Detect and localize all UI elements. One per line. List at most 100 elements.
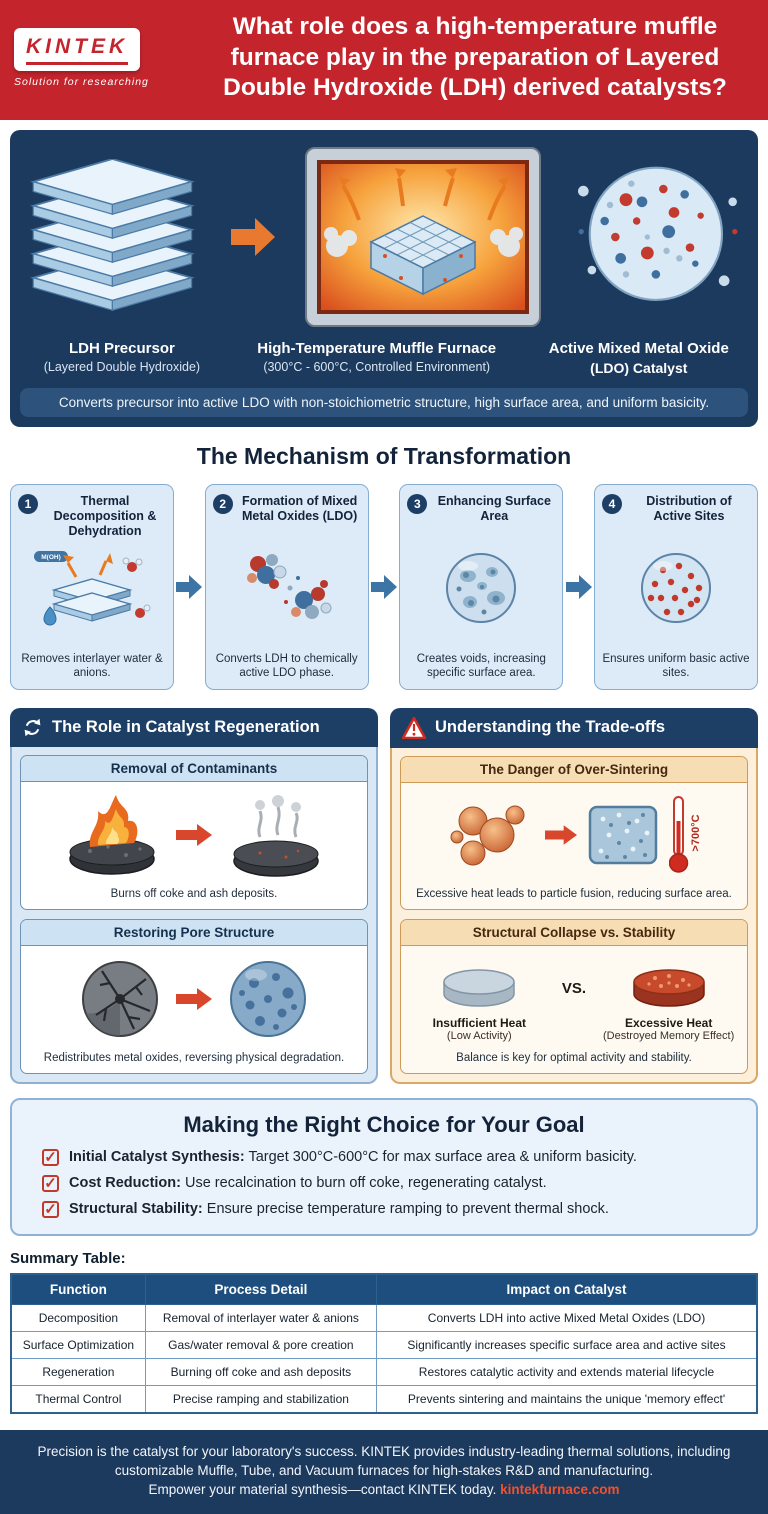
- step-desc: Converts LDH to chemically active LDO ph…: [215, 652, 358, 680]
- furnace-icon: [305, 147, 542, 327]
- logo-text: KINTEK: [26, 35, 129, 65]
- choice-text: Initial Catalyst Synthesis: Target 300°C…: [69, 1148, 637, 1167]
- burning-disc-icon: [69, 794, 155, 875]
- footer: Precision is the catalyst for your labor…: [0, 1429, 768, 1514]
- warning-icon: [402, 716, 426, 739]
- website-link[interactable]: kintekfurnace.com: [500, 1481, 620, 1497]
- mechanism-title: The Mechanism of Transformation: [196, 442, 572, 469]
- cell-function: Surface Optimization: [10, 1330, 146, 1359]
- ldh-stack-icon: [32, 159, 193, 312]
- choice-section: Making the Right Choice for Your Goal ✓ …: [10, 1098, 758, 1236]
- hero-section: LDH Precursor (Layered Double Hydroxide)…: [10, 130, 758, 427]
- step-number-badge: 2: [212, 493, 233, 514]
- step-title: Enhancing Surface Area: [437, 493, 551, 523]
- tradeoffs-title: Understanding the Trade-offs: [435, 718, 666, 736]
- cell-impact: Converts LDH into active Mixed Metal Oxi…: [376, 1303, 758, 1332]
- red-disc-icon: [632, 969, 705, 1008]
- cell-function: Regeneration: [10, 1357, 146, 1386]
- excessive-heat-item: Excessive Heat (Destroyed Memory Effect): [599, 954, 739, 1042]
- step-number-badge: 1: [18, 493, 38, 514]
- cell-process: Burning off coke and ash deposits: [144, 1357, 378, 1386]
- choice-item-synthesis: ✓ Initial Catalyst Synthesis: Target 300…: [32, 1148, 736, 1167]
- mixed-oxides-icon: [246, 553, 332, 619]
- page-title: What role does a high-temperature muffle…: [223, 13, 727, 102]
- table-row: Surface Optimization Gas/water removal &…: [10, 1330, 758, 1359]
- step-desc: Creates voids, increasing specific surfa…: [416, 652, 546, 680]
- red-arrow-icon: [176, 823, 212, 846]
- choice-lead: Structural Stability:: [69, 1200, 203, 1217]
- summary-table-label: Summary Table:: [10, 1249, 126, 1267]
- step-card-4: 4 Distribution of Active Sites: [593, 483, 758, 690]
- choice-item-cost: ✓ Cost Reduction: Use recalcination to b…: [32, 1174, 736, 1193]
- contaminants-card: Removal of Contaminants: [20, 754, 368, 910]
- active-sites-icon: [640, 552, 711, 623]
- hero-sublabel-text: (Layered Double Hydroxide): [43, 360, 201, 374]
- vs-comparison: Insufficient Heat (Low Activity) VS.: [401, 946, 747, 1049]
- step-number-badge: 4: [601, 493, 622, 514]
- regeneration-column: The Role in Catalyst Regeneration Remova…: [10, 707, 378, 1085]
- fusing-particles-icon: [450, 805, 525, 866]
- header: KINTEK Solution for researching What rol…: [0, 0, 768, 120]
- regeneration-title: The Role in Catalyst Regeneration: [52, 717, 320, 736]
- ldo-catalyst-illustration: [572, 157, 744, 317]
- temperature-label: >700°C: [690, 815, 702, 852]
- column-header-impact: Impact on Catalyst: [376, 1273, 758, 1305]
- vs-label: VS.: [561, 980, 587, 998]
- cell-impact: Significantly increases specific surface…: [376, 1330, 758, 1359]
- cracked-sphere-icon: [82, 960, 158, 1037]
- cell-function: Decomposition: [10, 1303, 146, 1332]
- red-arrow-icon: [545, 825, 577, 846]
- table-row: Decomposition Removal of interlayer wate…: [10, 1303, 758, 1332]
- dehydration-icon: M(OH): [34, 551, 151, 626]
- choice-lead: Cost Reduction:: [69, 1175, 181, 1192]
- checkbox-icon: ✓: [42, 1149, 59, 1167]
- logo-box: KINTEK: [14, 28, 141, 71]
- tradeoffs-body: The Danger of Over-Sintering: [390, 747, 758, 1085]
- table-row: Regeneration Burning off coke and ash de…: [10, 1357, 758, 1386]
- cell-impact: Prevents sintering and maintains the uni…: [376, 1384, 758, 1414]
- over-sintering-card: The Danger of Over-Sintering: [400, 755, 748, 911]
- logo-tagline: Solution for researching: [14, 76, 149, 88]
- cell-function: Thermal Control: [10, 1384, 146, 1414]
- ldh-precursor-illustration: [24, 159, 202, 315]
- catalyst-sphere-icon: [577, 166, 738, 301]
- pore-structure-card: Restoring Pore Structure: [20, 918, 368, 1075]
- hero-sublabel-text: (LDO) Catalyst: [590, 360, 688, 376]
- choice-item-stability: ✓ Structural Stability: Ensure precise t…: [32, 1200, 736, 1219]
- over-sintering-title: The Danger of Over-Sintering: [401, 756, 747, 783]
- regeneration-body: Removal of Contaminants: [10, 746, 378, 1085]
- choice-text: Cost Reduction: Use recalcination to bur…: [69, 1174, 547, 1193]
- cell-process: Removal of interlayer water & anions: [144, 1303, 378, 1332]
- cell-process: Gas/water removal & pore creation: [144, 1330, 378, 1359]
- collapse-caption: Balance is key for optimal activity and …: [456, 1051, 692, 1064]
- sintered-cube-icon: [588, 806, 658, 865]
- insufficient-heat-label: Insufficient Heat: [432, 1016, 526, 1031]
- muffle-furnace-illustration: [303, 142, 543, 332]
- tradeoffs-header: Understanding the Trade-offs: [390, 707, 758, 748]
- choice-body: Use recalcination to burn off coke, rege…: [180, 1175, 547, 1192]
- step-arrow-icon: [370, 574, 397, 599]
- choice-title: Making the Right Choice for Your Goal: [183, 1112, 585, 1138]
- over-sintering-illustration: >700°C: [401, 783, 747, 886]
- insufficient-heat-sub: (Low Activity): [446, 1030, 512, 1043]
- table-row: Thermal Control Precise ramping and stab…: [10, 1384, 758, 1414]
- table-header-row: Function Process Detail Impact on Cataly…: [10, 1273, 758, 1305]
- tradeoffs-column: Understanding the Trade-offs The Danger …: [390, 707, 758, 1085]
- mechanism-section: The Mechanism of Transformation 1 Therma…: [0, 427, 768, 702]
- excessive-heat-label: Excessive Heat: [624, 1016, 713, 1031]
- hero-label-furnace: High-Temperature Muffle Furnace (300°C -…: [224, 340, 530, 378]
- clean-disc-icon: [233, 794, 319, 877]
- checkbox-icon: ✓: [42, 1200, 59, 1218]
- contaminants-caption: Burns off coke and ash deposits.: [110, 887, 278, 900]
- porous-sphere-icon: [230, 960, 306, 1037]
- footer-text: Precision is the catalyst for your labor…: [37, 1443, 731, 1478]
- choice-body: Target 300°C-600°C for max surface area …: [244, 1149, 637, 1166]
- step-card-3: 3 Enhancing Surface Area: [399, 483, 564, 690]
- kintek-logo: KINTEK Solution for researching: [14, 28, 186, 88]
- hero-sublabel-text: (300°C - 600°C, Controlled Environment): [263, 360, 491, 374]
- step-card-2: 2 Formation of Mixed Metal Oxides (LDO): [204, 483, 369, 690]
- molecule-label: M(OH): [41, 554, 61, 561]
- insufficient-heat-item: Insufficient Heat (Low Activity): [409, 954, 549, 1042]
- step-desc: Removes interlayer water & anions.: [21, 652, 163, 680]
